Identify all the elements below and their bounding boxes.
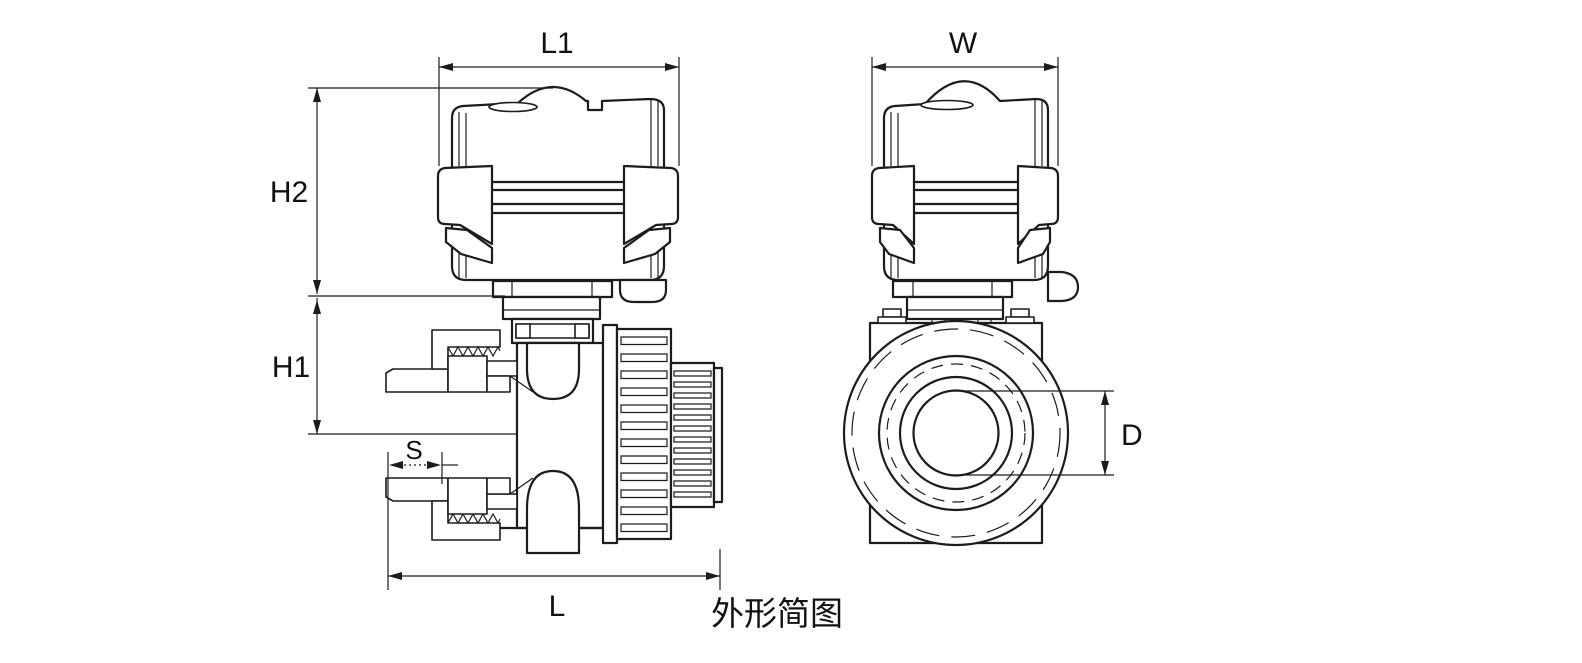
dim-d: D [950, 390, 1143, 476]
front-right-ear [622, 164, 680, 246]
side-bolt-right [1005, 308, 1035, 324]
front-left-wedge [444, 226, 494, 265]
dim-s: S [387, 435, 458, 590]
dimensions: L1 W H2 H1 [270, 27, 1143, 623]
dim-label-h1: H1 [272, 351, 310, 384]
dim-h1: H1 [272, 298, 321, 434]
adapter-ribs [673, 370, 712, 498]
front-valve-body [498, 341, 609, 555]
dim-label-h2: H2 [270, 176, 308, 209]
side-right-wedge [1016, 226, 1052, 265]
front-neck [491, 279, 614, 345]
dim-label-l1: L1 [540, 27, 573, 60]
dim-l: L [388, 549, 721, 623]
seat-top [486, 375, 511, 393]
front-left-fitting [385, 329, 534, 541]
front-view [308, 85, 724, 555]
dim-label-d: D [1121, 419, 1143, 452]
side-union-nut-face [842, 319, 1070, 547]
dim-label-s: S [405, 435, 422, 465]
front-dome-base [488, 101, 538, 113]
front-right-wedge [622, 226, 672, 265]
dim-w: W [871, 27, 1059, 166]
pipe-wall-top [385, 368, 449, 393]
side-cable-boss [1046, 270, 1080, 303]
side-actuator-housing [870, 80, 1080, 303]
drawing-caption: 外形简图 [711, 595, 843, 632]
front-stem-top [525, 341, 581, 401]
side-left-wedge [878, 226, 916, 265]
nut-ribs [620, 336, 668, 533]
pipe-wall-bottom [385, 477, 449, 502]
front-cable-boss [618, 278, 668, 304]
side-view [842, 80, 1080, 547]
seat-bottom [486, 477, 511, 495]
side-dome-base [920, 99, 974, 111]
dim-l1: L1 [438, 27, 680, 166]
thread-engagement-bottom [447, 477, 488, 515]
front-union-nut-ribbed [601, 323, 724, 545]
dim-label-w: W [949, 27, 978, 60]
dim-h2: H2 [270, 87, 553, 297]
side-left-ear [870, 164, 916, 246]
dim-label-l: L [549, 590, 566, 623]
thread-engagement-top [447, 355, 488, 393]
front-actuator-housing [436, 85, 680, 304]
side-bolt-left [877, 308, 907, 324]
side-right-ear [1016, 164, 1060, 246]
front-stem-bottom [525, 469, 581, 555]
front-left-ear [436, 164, 494, 246]
side-valve-body [842, 308, 1070, 547]
